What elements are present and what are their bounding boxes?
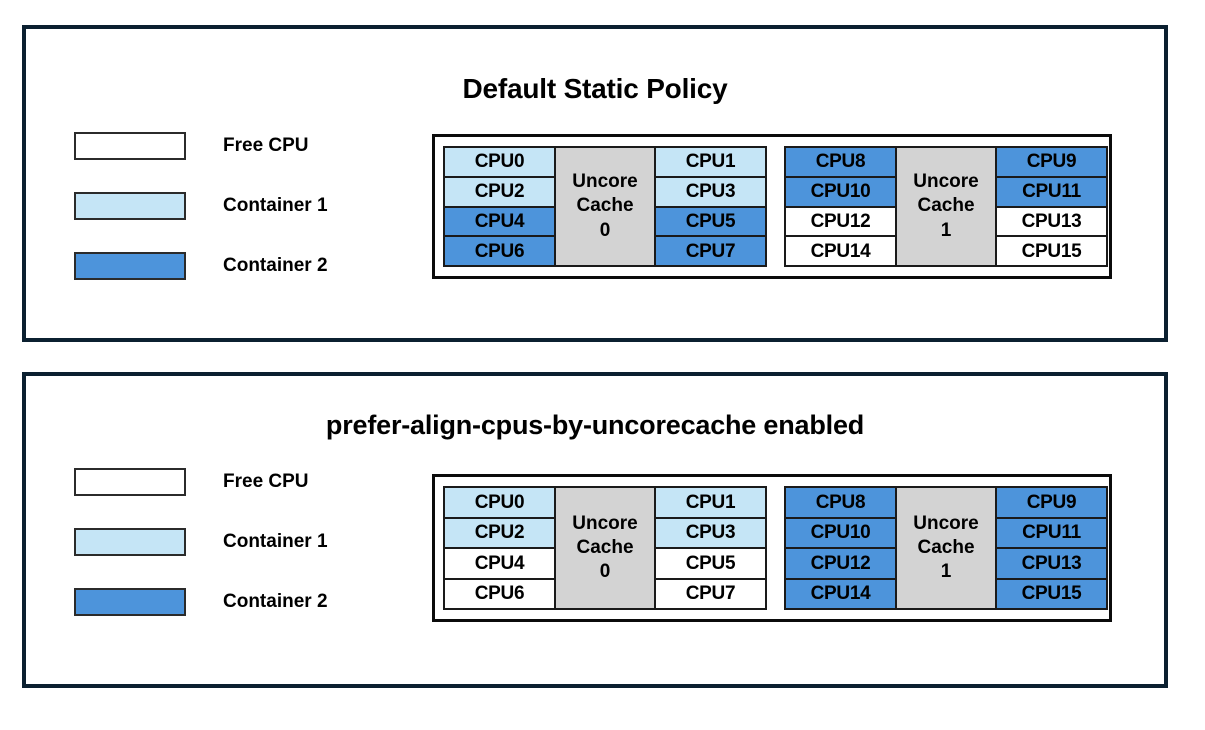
uncore-label-line-3: 0	[599, 219, 611, 241]
cpu-cell: CPU13	[995, 205, 1108, 238]
legend-swatch-container-1	[74, 192, 186, 220]
cpu-cell: CPU11	[995, 516, 1108, 549]
cpu-topology-grid: CPU0 CPU2 CPU4 CPU6 Uncore Cache 0 CPU1 …	[432, 134, 1112, 279]
legend-label-free-cpu: Free CPU	[223, 471, 309, 492]
cpu-cell: CPU15	[995, 577, 1108, 610]
page-title: prefer-align-cpus-by-uncorecache enabled	[325, 410, 865, 440]
cpu-cell: CPU1	[654, 146, 767, 178]
uncore-label-line-2: Cache	[917, 195, 975, 217]
cpu-cell: CPU10	[784, 516, 897, 549]
cpu-column-right-1: CPU9 CPU11 CPU13 CPU15	[995, 486, 1108, 610]
uncore-label-line-2: Cache	[917, 536, 975, 558]
legend-item-container-2: Container 2	[74, 587, 328, 617]
cpu-cell: CPU10	[784, 175, 897, 208]
cpu-cell: CPU8	[784, 486, 897, 519]
uncore-cache-block-0: Uncore Cache 0	[554, 486, 656, 610]
cpu-cell: CPU6	[443, 577, 556, 610]
uncore-label-line-3: 1	[940, 219, 952, 241]
legend-item-free-cpu: Free CPU	[74, 467, 328, 497]
cpu-column-right-1: CPU9 CPU11 CPU13 CPU15	[995, 146, 1108, 267]
cpu-topology-grid: CPU0 CPU2 CPU4 CPU6 Uncore Cache 0 CPU1 …	[432, 474, 1112, 622]
cache-group-0: CPU0 CPU2 CPU4 CPU6 Uncore Cache 0 CPU1 …	[443, 486, 767, 610]
uncore-label-line-1: Uncore	[572, 512, 638, 534]
legend-label-container-2: Container 2	[223, 255, 328, 276]
cpu-cell: CPU3	[654, 516, 767, 549]
uncore-cache-block-1: Uncore Cache 1	[895, 146, 997, 267]
uncore-label-line-1: Uncore	[913, 512, 979, 534]
legend-swatch-free-cpu	[74, 468, 186, 496]
legend-swatch-container-2	[74, 252, 186, 280]
diagram-panel-prefer-align-cpus-by-uncorecache: prefer-align-cpus-by-uncorecache enabled…	[22, 372, 1168, 688]
uncore-label-line-3: 0	[599, 561, 611, 583]
cpu-cell: CPU4	[443, 205, 556, 238]
cpu-column-left-0: CPU0 CPU2 CPU4 CPU6	[443, 146, 556, 267]
cpu-cell: CPU14	[784, 577, 897, 610]
cpu-cell: CPU9	[995, 486, 1108, 519]
uncore-label-line-1: Uncore	[913, 171, 979, 193]
cpu-cell: CPU7	[654, 577, 767, 610]
legend-item-container-2: Container 2	[74, 251, 328, 281]
cpu-cell: CPU1	[654, 486, 767, 519]
uncore-label-line-3: 1	[940, 561, 952, 583]
cpu-cell: CPU0	[443, 486, 556, 519]
legend-label-container-1: Container 1	[223, 195, 328, 216]
uncore-label-line-2: Cache	[576, 536, 634, 558]
legend-swatch-container-1	[74, 528, 186, 556]
cache-group-0: CPU0 CPU2 CPU4 CPU6 Uncore Cache 0 CPU1 …	[443, 146, 767, 267]
uncore-label-line-2: Cache	[576, 195, 634, 217]
cpu-cell: CPU2	[443, 175, 556, 208]
cache-group-1: CPU8 CPU10 CPU12 CPU14 Uncore Cache 1 CP…	[784, 146, 1108, 267]
cpu-cell: CPU8	[784, 146, 897, 178]
page-title: Default Static Policy	[462, 73, 728, 104]
cpu-cell: CPU4	[443, 547, 556, 580]
cache-group-1: CPU8 CPU10 CPU12 CPU14 Uncore Cache 1 CP…	[784, 486, 1108, 610]
legend: Free CPU Container 1 Container 2	[74, 467, 328, 617]
cpu-cell: CPU6	[443, 235, 556, 267]
legend-label-free-cpu: Free CPU	[223, 135, 309, 156]
legend-swatch-container-2	[74, 588, 186, 616]
legend-item-container-1: Container 1	[74, 527, 328, 557]
cpu-column-right-0: CPU1 CPU3 CPU5 CPU7	[654, 486, 767, 610]
cpu-cell: CPU3	[654, 175, 767, 208]
cpu-cell: CPU9	[995, 146, 1108, 178]
cpu-cell: CPU14	[784, 235, 897, 267]
legend-swatch-free-cpu	[74, 132, 186, 160]
cpu-cell: CPU11	[995, 175, 1108, 208]
cpu-cell: CPU13	[995, 547, 1108, 580]
cpu-column-left-0: CPU0 CPU2 CPU4 CPU6	[443, 486, 556, 610]
cpu-column-left-1: CPU8 CPU10 CPU12 CPU14	[784, 486, 897, 610]
legend-label-container-2: Container 2	[223, 591, 328, 612]
cpu-cell: CPU5	[654, 547, 767, 580]
cpu-cell: CPU12	[784, 205, 897, 238]
legend: Free CPU Container 1 Container 2	[74, 131, 328, 281]
uncore-cache-block-0: Uncore Cache 0	[554, 146, 656, 267]
legend-item-container-1: Container 1	[74, 191, 328, 221]
cpu-cell: CPU5	[654, 205, 767, 238]
cpu-cell: CPU15	[995, 235, 1108, 267]
cpu-cell: CPU2	[443, 516, 556, 549]
cpu-cell: CPU0	[443, 146, 556, 178]
diagram-panel-default-static-policy: Default Static Policy Free CPU Container…	[22, 25, 1168, 342]
legend-label-container-1: Container 1	[223, 531, 328, 552]
uncore-cache-block-1: Uncore Cache 1	[895, 486, 997, 610]
cpu-column-right-0: CPU1 CPU3 CPU5 CPU7	[654, 146, 767, 267]
legend-item-free-cpu: Free CPU	[74, 131, 328, 161]
cpu-column-left-1: CPU8 CPU10 CPU12 CPU14	[784, 146, 897, 267]
cpu-cell: CPU12	[784, 547, 897, 580]
cpu-cell: CPU7	[654, 235, 767, 267]
uncore-label-line-1: Uncore	[572, 171, 638, 193]
